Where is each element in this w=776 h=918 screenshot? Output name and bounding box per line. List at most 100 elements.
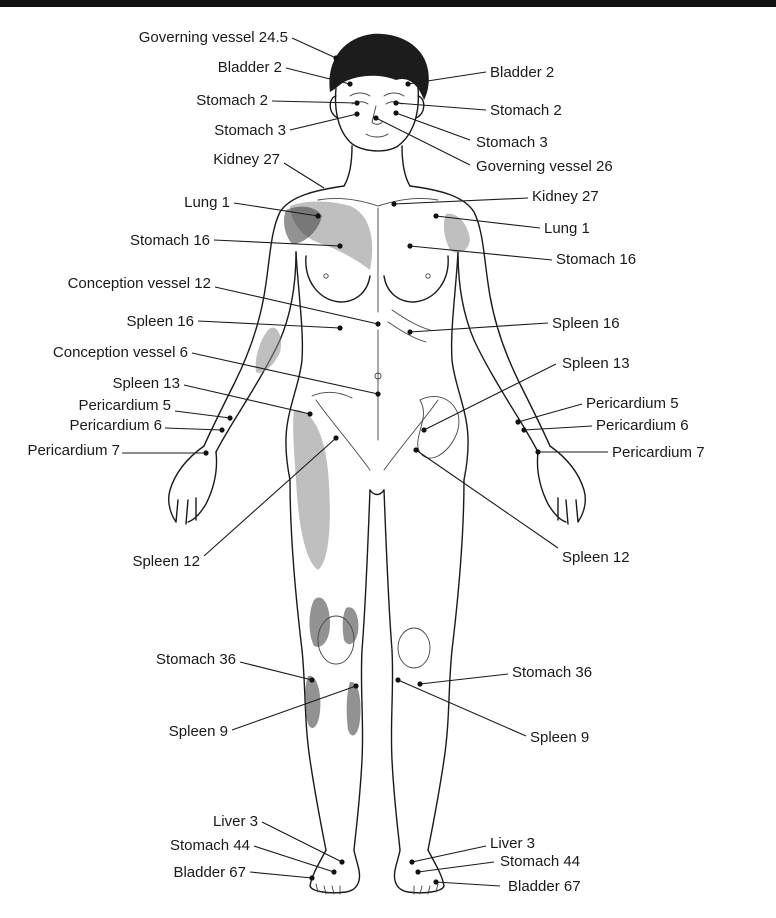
left-nipple (323, 273, 329, 279)
leader-lu1-left (233, 202, 319, 217)
hair (329, 33, 429, 101)
leader-sp9-right (397, 679, 527, 737)
leader-st3-left (289, 113, 358, 131)
left-deltoid-shading (284, 206, 322, 244)
label-st3-right: Stomach 3 (476, 134, 548, 151)
point-st44-left (331, 869, 337, 875)
label-sp16-right: Spleen 16 (552, 315, 620, 332)
face (334, 87, 420, 152)
label-bl67-right: Bladder 67 (508, 878, 581, 895)
label-sp9-right: Spleen 9 (530, 729, 589, 746)
point-ki27-right (391, 201, 397, 207)
point-st2-left (354, 100, 360, 106)
right-nipple (425, 273, 431, 279)
leader-lu1-right (435, 215, 541, 229)
left-leaders (122, 37, 379, 879)
leader-bl2-left (285, 67, 351, 85)
right-ear (415, 95, 425, 119)
navel (374, 372, 382, 380)
label-st2-right: Stomach 2 (490, 102, 562, 119)
right-shoulder-arm-outer (409, 185, 551, 447)
point-pc6-left (219, 427, 225, 433)
leader-sp12-right (415, 449, 559, 549)
point-bl67-left (309, 875, 315, 881)
left-leg-outer (289, 479, 327, 851)
leader-st16-left (213, 239, 341, 247)
right-rib-lines (387, 309, 431, 343)
right-leg-inner (383, 489, 401, 851)
label-pc6-left: Pericardium 6 (69, 417, 162, 434)
left-hand (167, 445, 218, 525)
leader-st44-right (417, 861, 495, 873)
left-ear (329, 95, 339, 119)
leader-pc6-left (164, 427, 223, 431)
leader-sp9-left (231, 685, 357, 731)
right-hip-bone (417, 396, 460, 459)
point-pc7-right (535, 449, 541, 455)
right-foot (393, 849, 445, 894)
label-sp9-left: Spleen 9 (169, 723, 228, 740)
toes (315, 883, 439, 895)
leader-pc6-right (523, 425, 593, 431)
point-lu1-left (315, 213, 321, 219)
label-st44-left: Stomach 44 (170, 837, 250, 854)
label-cv6: Conception vessel 6 (53, 344, 188, 361)
leader-gv24-5 (291, 37, 337, 59)
leader-sp13-left (183, 384, 311, 415)
label-pc5-left: Pericardium 5 (78, 397, 171, 414)
point-sp13-right (421, 427, 427, 433)
point-sp13-left (307, 411, 313, 417)
point-pc5-right (515, 419, 521, 425)
left-forearm-shading (255, 327, 282, 373)
leader-pc5-right (517, 403, 583, 423)
left-points (203, 55, 381, 881)
top-border (0, 0, 776, 7)
leader-bl67-left (249, 871, 313, 879)
point-st2-right (393, 100, 399, 106)
leader-cv12 (214, 286, 379, 325)
left-arm-inner (215, 251, 297, 453)
pelvis-lines (311, 391, 439, 471)
leader-bl67-right (435, 881, 501, 887)
label-st16-left: Stomach 16 (130, 232, 210, 249)
point-pc7-left (203, 450, 209, 456)
leader-sp13-right (423, 363, 557, 431)
leader-st16-right (409, 245, 553, 261)
leader-lv3-right (411, 845, 487, 863)
left-foot (309, 849, 361, 894)
label-ki27-right: Kidney 27 (532, 188, 599, 205)
point-sp16-right (407, 329, 413, 335)
point-sp9-right (395, 677, 401, 683)
point-st44-right (415, 869, 421, 875)
leader-lv3-left (261, 821, 343, 863)
right-breast (383, 255, 449, 303)
right-points (373, 81, 541, 885)
label-ki27-left: Kidney 27 (213, 151, 280, 168)
nose (371, 105, 383, 125)
leader-ki27-left (283, 162, 325, 189)
leader-bl2-right (407, 71, 487, 85)
leader-cv6 (191, 352, 379, 395)
clavicles (317, 197, 439, 207)
point-st36-right (417, 681, 423, 687)
label-st36-right: Stomach 36 (512, 664, 592, 681)
label-gv24-5: Governing vessel 24.5 (139, 29, 288, 46)
right-hand (536, 445, 587, 525)
leader-sp16-left (197, 320, 341, 329)
left-shoulder-arm-outer (203, 185, 345, 447)
leader-st44-left (253, 845, 335, 873)
eyebrows (349, 92, 405, 97)
point-gv26 (373, 115, 379, 121)
crotch (369, 489, 385, 496)
point-gv24-5 (333, 55, 339, 61)
label-bl2-right: Bladder 2 (490, 64, 554, 81)
leader-st2-right (395, 102, 487, 111)
left-knee-shading-2 (342, 607, 359, 645)
point-bl67-right (433, 879, 439, 885)
leader-ki27-right (393, 197, 529, 205)
leader-gv26 (375, 117, 471, 166)
point-cv12 (375, 321, 381, 327)
point-cv6 (375, 391, 381, 397)
